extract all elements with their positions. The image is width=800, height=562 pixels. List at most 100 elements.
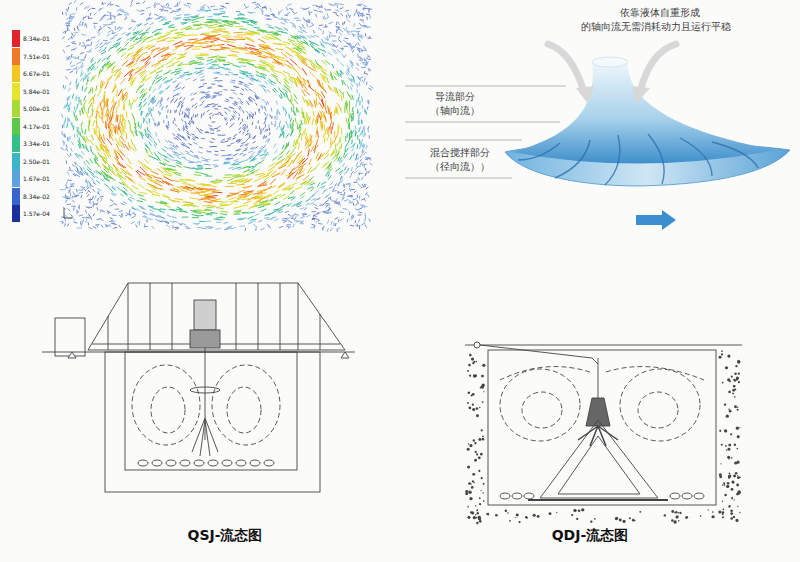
velocity-vector [145,143,148,147]
velocity-vector [334,202,338,204]
velocity-vector [300,156,303,162]
velocity-vector [268,27,274,28]
velocity-vector [82,109,83,115]
velocity-vector [343,80,346,85]
velocity-vector [71,13,76,15]
velocity-vector [271,108,273,112]
velocity-vector [177,56,185,59]
velocity-vector [149,13,151,16]
velocity-vector [68,96,70,100]
velocity-vector [322,226,324,229]
velocity-vector [278,11,280,15]
velocity-vector [143,1,146,4]
velocity-vector [295,118,296,124]
velocity-vector [344,192,346,195]
velocity-vector [149,107,150,111]
velocity-vector [79,206,80,209]
velocity-vector [261,157,266,159]
velocity-vector [320,110,323,117]
velocity-vector [319,204,323,206]
velocity-vector [144,215,148,218]
velocity-vector [335,218,338,220]
velocity-vector [276,116,277,120]
velocity-vector [220,211,227,212]
velocity-vector [200,70,204,71]
velocity-vector [69,136,70,140]
velocity-vector [101,3,106,4]
velocity-vector [70,193,71,197]
velocity-vector [250,169,255,172]
velocity-vector [212,164,217,165]
velocity-vector [146,19,150,21]
velocity-vector [149,131,151,134]
velocity-vector [243,110,244,113]
velocity-vector [154,123,155,126]
velocity-vector [323,189,327,191]
velocity-vector [365,224,367,227]
velocity-vector [108,30,112,32]
velocity-vector [64,105,65,109]
velocity-vector [221,139,225,141]
velocity-vector [243,124,245,127]
velocity-vector [105,111,107,117]
velocity-vector [330,141,333,148]
velocity-vector [80,59,85,60]
velocity-vector [151,180,159,183]
velocity-vector [300,181,307,184]
velocity-vector [311,23,313,26]
velocity-vector [130,4,132,7]
velocity-vector [197,166,203,167]
velocity-vector [146,177,152,182]
velocity-vector [88,9,91,11]
velocity-vector [110,1,112,5]
velocity-vector [239,127,241,130]
velocity-vector [165,222,168,224]
velocity-vector [355,43,357,46]
velocity-vector [264,15,269,17]
velocity-vector [253,99,255,101]
velocity-vector [240,153,243,155]
velocity-vector [181,42,190,43]
velocity-vector [316,219,320,221]
velocity-vector [256,71,261,75]
velocity-vector [227,44,236,47]
velocity-vector [347,20,350,23]
velocity-vector [83,188,86,190]
velocity-vector [340,7,344,9]
velocity-vector [368,126,369,129]
velocity-vector [283,88,288,92]
velocity-vector [340,176,341,180]
velocity-vector [64,223,65,226]
velocity-vector [234,32,243,33]
velocity-vector [164,204,171,207]
velocity-vector [368,100,369,103]
velocity-vector [67,208,70,211]
velocity-vector [143,102,146,106]
velocity-vector [103,40,108,41]
velocity-vector [94,25,95,29]
velocity-vector [367,101,369,105]
velocity-vector [330,198,331,201]
velocity-vector [198,152,203,153]
velocity-vector [126,112,127,119]
velocity-vector [247,63,254,64]
velocity-vector [77,134,78,138]
velocity-vector [160,101,162,104]
velocity-vector [101,225,103,228]
velocity-vector [64,214,68,217]
velocity-vector [97,59,100,63]
velocity-vector [158,111,160,114]
velocity-vector [167,64,174,67]
velocity-vector [166,115,167,118]
velocity-vector [346,27,347,31]
velocity-vector [296,203,301,206]
velocity-vector [302,158,308,164]
velocity-vector [164,33,171,36]
velocity-vector [289,22,294,24]
velocity-vector [206,193,215,195]
velocity-vector [112,65,116,70]
velocity-vector [339,90,343,95]
velocity-vector [88,126,89,132]
velocity-vector [214,166,219,167]
velocity-vector [327,220,328,224]
